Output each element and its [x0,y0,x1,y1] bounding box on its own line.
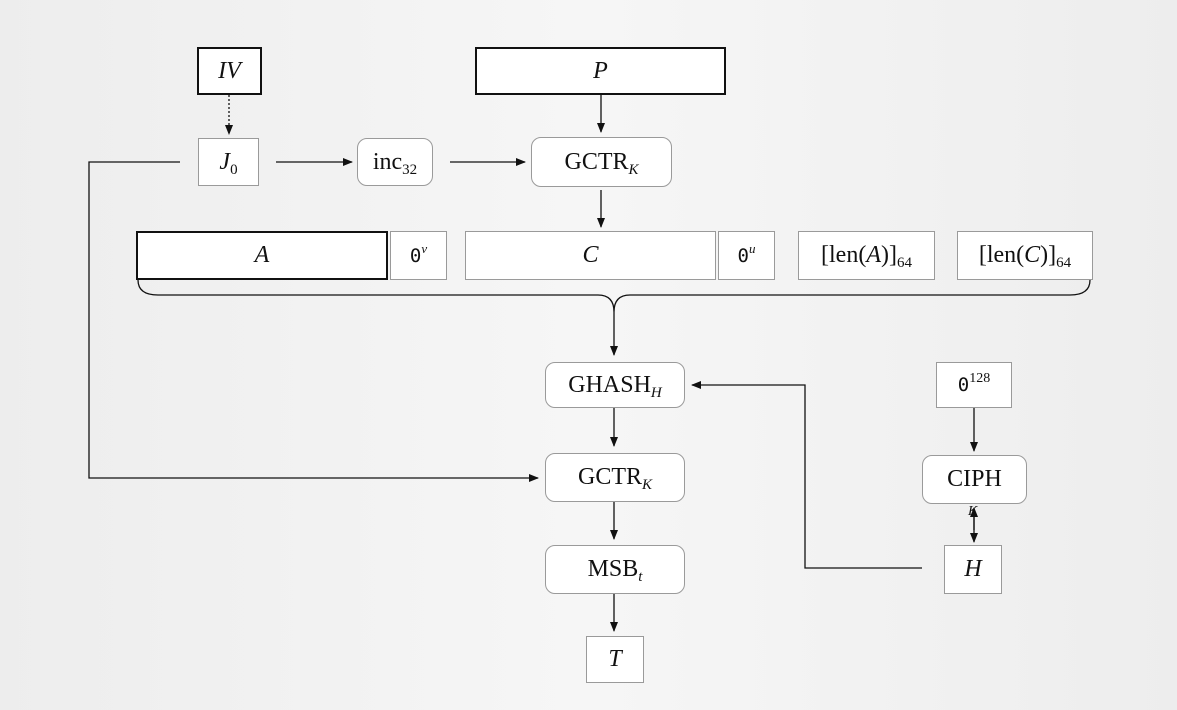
zero-u-label: 0u [737,240,756,267]
ghash-label: GHASHH [568,371,662,401]
gctr-top-label: GCTRK [564,148,639,178]
j0-label: J0 [219,148,238,178]
len-c-label: [len(C)]64 [978,242,1072,271]
len-a-label: [len(A)]64 [821,242,912,271]
key-label: K [968,504,978,519]
hash-subkey-label: H [964,556,982,582]
gctr-box-top: GCTRK [531,137,672,187]
zero-128-box: 0128 [936,362,1012,408]
inc32-box: inc32 [357,138,433,186]
tag-label: T [608,646,622,672]
zero-v-label: 0v [409,240,428,267]
ciphertext-label: C [582,242,599,268]
ghash-box: GHASHH [545,362,685,408]
len-a-box: [len(A)]64 [798,231,935,280]
msb-box: MSBt [545,545,685,594]
ciph-box: CIPH [922,455,1027,504]
msb-label: MSBt [587,556,643,585]
concat-brace [137,279,1091,313]
zero-v-box: 0v [390,231,447,280]
ciphertext-box: C [465,231,716,280]
aad-label: A [254,242,270,268]
tag-box: T [586,636,644,683]
j0-box: J0 [198,138,259,186]
plaintext-label: P [593,57,608,84]
aad-box: A [136,231,388,280]
inc32-label: inc32 [372,148,418,178]
gctr-bottom-label: GCTRK [577,464,653,493]
hash-subkey-box: H [944,545,1002,594]
zero-u-box: 0u [718,231,775,280]
iv-label: IV [218,57,241,84]
ciph-label: CIPH [947,466,1002,492]
gctr-box-bottom: GCTRK [545,453,685,502]
arrow-h-to-ghash [691,381,922,569]
plaintext-box: P [475,47,726,95]
len-c-box: [len(C)]64 [957,231,1093,280]
iv-box: IV [197,47,262,95]
zero-128-label: 0128 [957,371,991,397]
arrow-j0-to-gctr2 [88,161,539,482]
